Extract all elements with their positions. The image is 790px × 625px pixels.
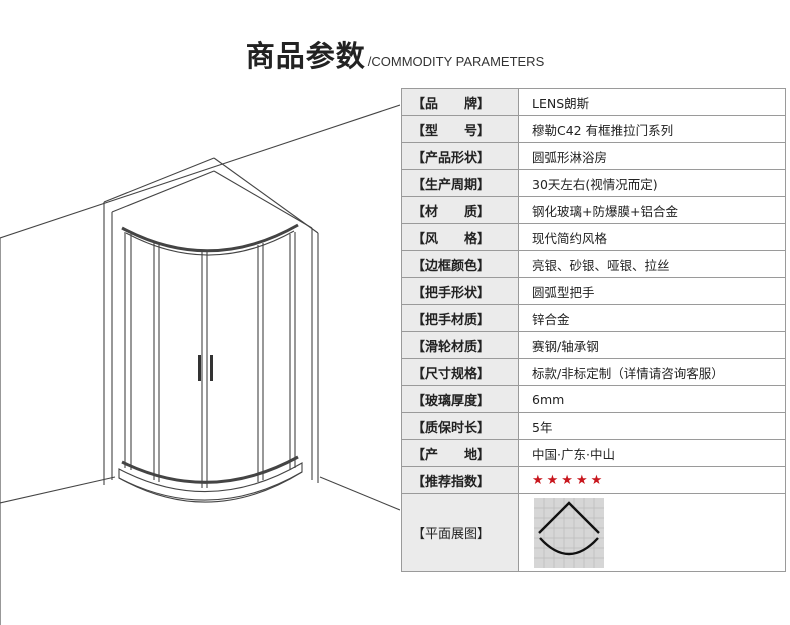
rating-row: 【推荐指数】 ★★★★★ [401, 466, 786, 494]
spec-label: 【滑轮材质】 [401, 331, 519, 359]
shower-enclosure-illustration [0, 104, 400, 625]
spec-label: 【产品形状】 [401, 142, 519, 170]
table-row: 【生产周期】30天左右(视情况而定) [401, 169, 786, 197]
page-title: 商品参数/COMMODITY PARAMETERS [0, 33, 790, 75]
spec-value: 锌合金 [518, 304, 786, 332]
title-english: /COMMODITY PARAMETERS [367, 54, 545, 69]
spec-label: 【风 格】 [401, 223, 519, 251]
table-row: 【玻璃厚度】6mm [401, 385, 786, 413]
table-row: 【质保时长】5年 [401, 412, 786, 440]
wall-line-bottom [0, 476, 116, 504]
spec-label: 【材 质】 [401, 196, 519, 224]
floor-line-right [319, 476, 400, 511]
bottom-rail [121, 455, 299, 484]
spec-value: 圆弧型把手 [518, 277, 786, 305]
spec-label: 【型 号】 [401, 115, 519, 143]
ceiling-edge-inner-right [213, 170, 313, 229]
spec-label: 【质保时长】 [401, 412, 519, 440]
rating-label: 【推荐指数】 [401, 466, 519, 494]
floor-plan-cell [518, 493, 786, 572]
spec-label: 【品 牌】 [401, 88, 519, 116]
table-row: 【型 号】穆勒C42 有框推拉门系列 [401, 115, 786, 143]
spec-label: 【把手材质】 [401, 304, 519, 332]
table-row: 【把手形状】圆弧型把手 [401, 277, 786, 305]
spec-value: 穆勒C42 有框推拉门系列 [518, 115, 786, 143]
rating-value: ★★★★★ [518, 466, 786, 494]
spec-value: 亮银、砂银、哑银、拉丝 [518, 250, 786, 278]
spec-label: 【把手形状】 [401, 277, 519, 305]
handle-right [210, 355, 213, 381]
top-rail [121, 223, 299, 253]
floor-plan-row: 【平面展图】 [401, 493, 786, 572]
table-row: 【产品形状】圆弧形淋浴房 [401, 142, 786, 170]
wall-line-top [0, 104, 400, 239]
spec-label: 【生产周期】 [401, 169, 519, 197]
spec-value: 标款/非标定制（详情请咨询客服） [518, 358, 786, 386]
table-row: 【品 牌】LENS朗斯 [401, 88, 786, 116]
table-row: 【尺寸规格】标款/非标定制（详情请咨询客服） [401, 358, 786, 386]
spec-value: 5年 [518, 412, 786, 440]
table-row: 【材 质】钢化玻璃+防爆膜+铝合金 [401, 196, 786, 224]
floor-plan-label: 【平面展图】 [401, 493, 519, 572]
handle-left [198, 355, 201, 381]
top-rail-inner [125, 230, 295, 256]
spec-label: 【边框颜色】 [401, 250, 519, 278]
spec-value: 30天左右(视情况而定) [518, 169, 786, 197]
table-row: 【风 格】现代简约风格 [401, 223, 786, 251]
spec-value: 钢化玻璃+防爆膜+铝合金 [518, 196, 786, 224]
spec-value: 中国·广东·中山 [518, 439, 786, 467]
shower-base-front [118, 471, 303, 503]
table-row: 【边框颜色】亮银、砂银、哑银、拉丝 [401, 250, 786, 278]
table-row: 【把手材质】锌合金 [401, 304, 786, 332]
star-rating-icon: ★★★★★ [532, 473, 606, 488]
spec-value: LENS朗斯 [518, 88, 786, 116]
spec-value: 6mm [518, 385, 786, 413]
ceiling-edge-left [103, 157, 215, 203]
table-row: 【滑轮材质】赛钢/轴承钢 [401, 331, 786, 359]
table-row: 【产 地】中国·广东·中山 [401, 439, 786, 467]
spec-value: 圆弧形淋浴房 [518, 142, 786, 170]
spec-label: 【产 地】 [401, 439, 519, 467]
spec-label: 【玻璃厚度】 [401, 385, 519, 413]
quarter-round-shower-floor-plan-icon [534, 497, 604, 568]
spec-label: 【尺寸规格】 [401, 358, 519, 386]
title-chinese: 商品参数 [245, 39, 366, 73]
ceiling-edge-right [213, 157, 319, 234]
parameter-table: 【品 牌】LENS朗斯 【型 号】穆勒C42 有框推拉门系列 【产品形状】圆弧形… [401, 88, 786, 572]
spec-value: 赛钢/轴承钢 [518, 331, 786, 359]
ceiling-edge-inner [111, 170, 215, 213]
spec-value: 现代简约风格 [518, 223, 786, 251]
